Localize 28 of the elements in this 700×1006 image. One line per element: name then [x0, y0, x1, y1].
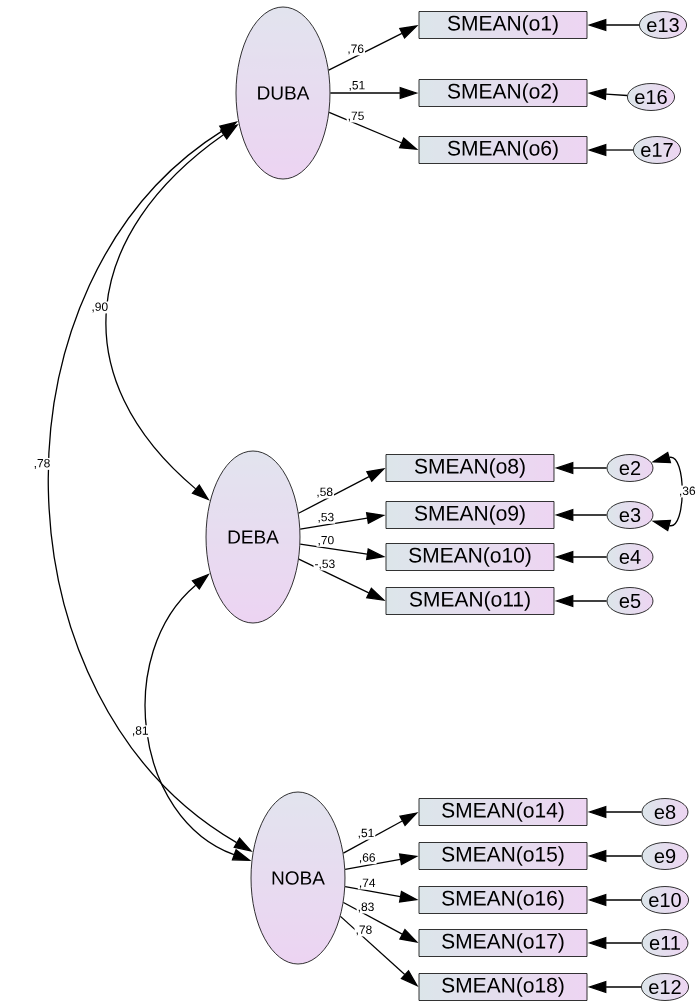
indicator-box: SMEAN(o1): [418, 11, 588, 39]
edge-label: ,78: [354, 924, 374, 937]
indicator-box: SMEAN(o14): [418, 798, 588, 826]
edge-label: ,90: [90, 301, 110, 314]
indicator-box: SMEAN(o15): [418, 842, 588, 870]
indicator-box: SMEAN(o10): [385, 543, 555, 571]
edge-label: ,66: [357, 852, 377, 865]
indicator-box: SMEAN(o11): [385, 587, 555, 615]
indicator-box: SMEAN(o6): [418, 136, 588, 164]
indicator-box: SMEAN(o18): [418, 973, 588, 1001]
edge-label: ,81: [130, 725, 150, 738]
edge-label: ,75: [346, 110, 366, 123]
indicator-box: SMEAN(o9): [385, 501, 555, 529]
indicator-box: SMEAN(o8): [385, 454, 555, 482]
edge-label: ,51: [356, 827, 376, 840]
indicator-box: SMEAN(o16): [418, 886, 588, 914]
edge-label: ,36: [677, 485, 697, 498]
edge-label: ,83: [356, 901, 376, 914]
edge-label: ,76: [346, 43, 365, 56]
edge-label: ,53: [316, 511, 336, 524]
edge-label: ,78: [32, 457, 52, 470]
indicator-box: SMEAN(o2): [418, 79, 588, 107]
edge-label: ,51: [347, 80, 367, 92]
edge-label: -,53: [313, 558, 337, 571]
edge-label: ,58: [315, 486, 334, 499]
indicator-box: SMEAN(o17): [418, 929, 588, 957]
edge-label: ,74: [357, 877, 377, 890]
edge-label: ,70: [316, 534, 336, 547]
